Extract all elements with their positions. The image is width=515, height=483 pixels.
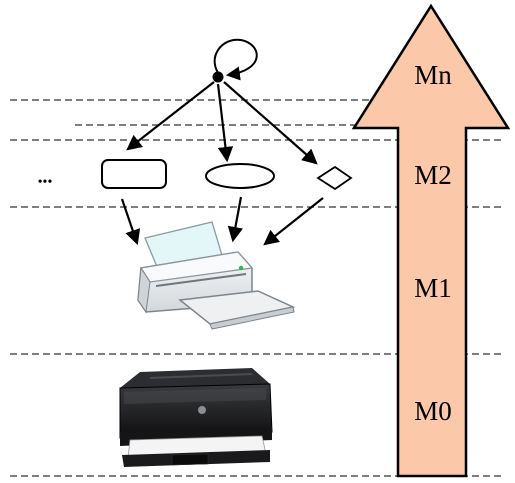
ellipsis-dots: ••• (38, 175, 53, 190)
laser-printer-photo-icon (119, 368, 273, 467)
level-label-m1: M1 (414, 273, 452, 303)
instance-of-arrows-m1 (120, 196, 324, 246)
self-loop-icon (213, 38, 258, 81)
arrow-rectangle-to-printer (120, 198, 141, 246)
printer-illustration-icon (137, 221, 296, 330)
level-label-m2: M2 (414, 160, 452, 190)
arrow-ellipse-to-printer (227, 196, 243, 243)
instance-of-arrows-m2 (126, 81, 318, 165)
arrow-to-ellipse (216, 83, 234, 163)
ellipse-shape-icon (205, 163, 275, 189)
level-label-m0: M0 (414, 396, 452, 426)
level-label-mn: Mn (414, 60, 452, 90)
rectangle-shape-icon (101, 159, 167, 189)
abstraction-arrow (351, 3, 511, 478)
diamond-shape-icon (316, 165, 353, 191)
arrow-diamond-to-printer (263, 197, 324, 246)
arrow-to-rectangle (126, 81, 215, 151)
meta-node-group (212, 38, 258, 83)
meta-node-dot (212, 71, 224, 83)
arrow-to-diamond (223, 81, 318, 165)
